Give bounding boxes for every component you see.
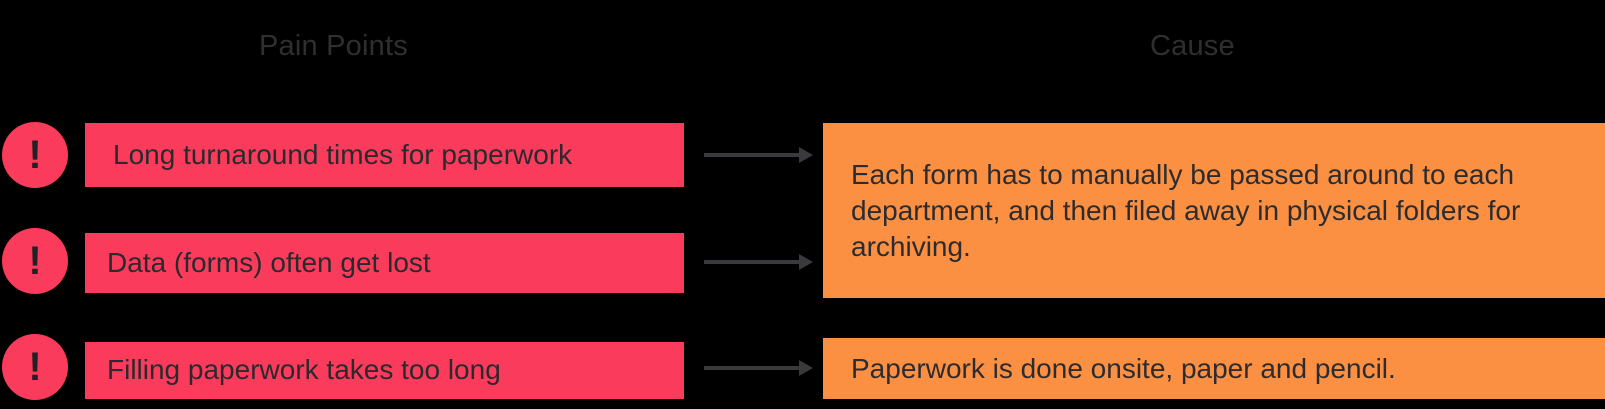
cause-label-2: Paperwork is done onsite, paper and penc… xyxy=(851,352,1396,384)
alert-icon-row-3: ! xyxy=(2,334,68,400)
pain-point-label-2: Data (forms) often get lost xyxy=(107,246,431,278)
column-header-cause: Cause xyxy=(1150,30,1235,62)
cause-box-2[interactable]: Paperwork is done onsite, paper and penc… xyxy=(823,338,1605,399)
arrow-right-icon-row-2 xyxy=(703,251,815,273)
pain-point-box-1[interactable]: Long turnaround times for paperwork xyxy=(85,123,684,187)
pain-point-box-3[interactable]: Filling paperwork takes too long xyxy=(85,342,684,399)
pain-point-box-2[interactable]: Data (forms) often get lost xyxy=(85,233,684,293)
pain-point-label-3: Filling paperwork takes too long xyxy=(107,354,501,386)
arrow-right-icon-row-3 xyxy=(703,357,815,379)
cause-box-1[interactable]: Each form has to manually be passed arou… xyxy=(823,123,1605,298)
arrow-right-icon-row-1 xyxy=(703,144,815,166)
alert-icon-row-1: ! xyxy=(2,122,68,188)
cause-label-1: Each form has to manually be passed arou… xyxy=(851,158,1521,262)
exclamation-glyph: ! xyxy=(28,239,42,283)
exclamation-glyph: ! xyxy=(28,133,42,177)
exclamation-glyph: ! xyxy=(28,345,42,389)
alert-icon-row-2: ! xyxy=(2,228,68,294)
column-header-pain-points: Pain Points xyxy=(259,30,408,62)
pain-point-label-1: Long turnaround times for paperwork xyxy=(113,138,573,170)
